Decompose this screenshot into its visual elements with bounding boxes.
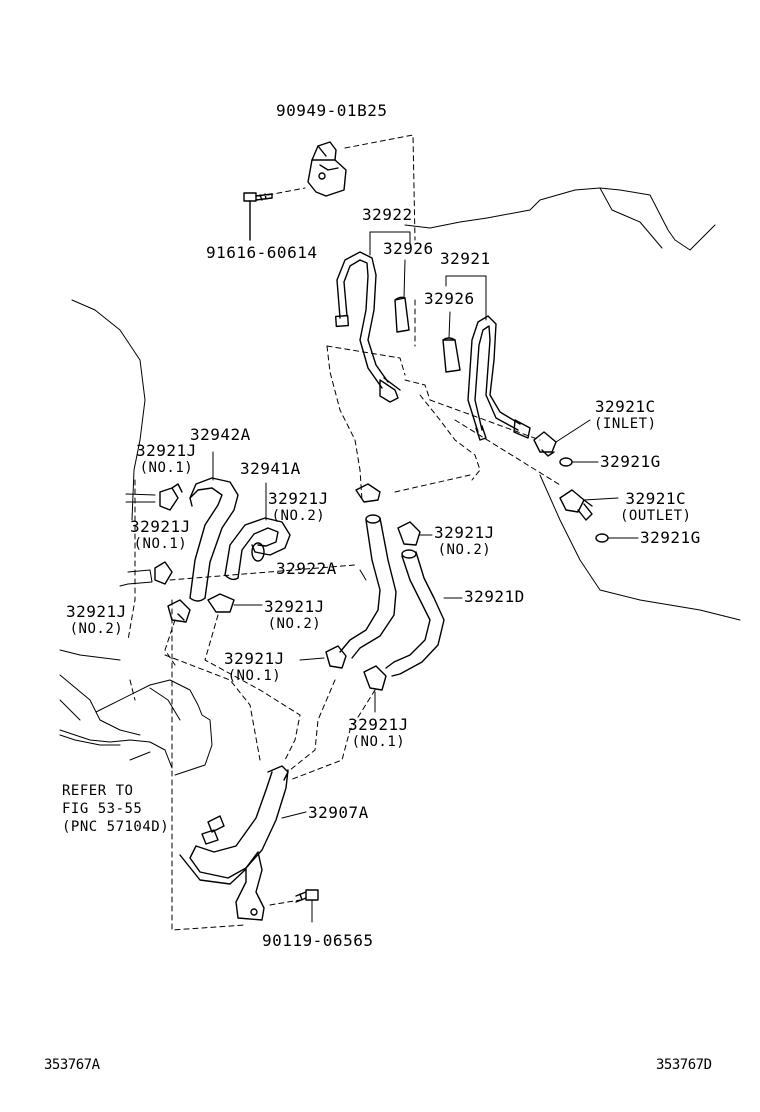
pipe-32921	[467, 315, 531, 441]
part-label-32921J-2: 32921J (NO.2)	[268, 489, 329, 525]
clamp-32921J-4	[207, 593, 263, 613]
part-label-32922A: 32922A	[276, 559, 337, 578]
clamp-32921J-2	[119, 561, 173, 587]
part-number: 32921J	[224, 649, 285, 668]
part-number: 32921C	[625, 489, 687, 508]
part-label-32921J-6: 32921J (NO.2)	[264, 597, 325, 633]
part-label-32926-b: 32926	[424, 289, 475, 308]
part-note: (NO.1)	[133, 536, 188, 552]
refer-note: REFER TO FIG 53-55 (PNC 57104D)	[62, 782, 169, 836]
pipe-32922	[334, 251, 401, 403]
part-label-32921G-a: 32921G	[600, 452, 661, 471]
part-label-32921J-5: 32921J (NO.2)	[66, 602, 127, 638]
background-body-outline	[59, 187, 741, 776]
part-note: (NO.2)	[267, 616, 322, 632]
oring-32921G-b	[595, 533, 639, 543]
part-label-90119: 90119-06565	[262, 931, 374, 950]
part-number: 32921J	[136, 441, 197, 460]
part-label-32921: 32921	[440, 249, 491, 268]
clamp-32921J-3	[167, 599, 191, 623]
hose-32941A	[224, 482, 291, 581]
part-label-32922: 32922	[362, 205, 413, 224]
part-note: (NO.1)	[139, 460, 194, 476]
part-note: (NO.2)	[271, 508, 326, 524]
leader-32921	[445, 275, 487, 321]
oring-32921G-a	[559, 457, 599, 467]
part-label-32921G-b: 32921G	[640, 528, 701, 547]
figure-id-left: 353767A	[44, 1057, 100, 1073]
part-note: (NO.2)	[69, 621, 124, 637]
part-number: 32921J	[264, 597, 325, 616]
refer-line-2: FIG 53-55	[62, 801, 143, 817]
part-label-32907A: 32907A	[308, 803, 369, 822]
refer-line-1: REFER TO	[62, 783, 134, 799]
leader-32922	[369, 231, 411, 256]
part-label-32921D: 32921D	[464, 587, 525, 606]
part-label-32921J-8: 32921J (NO.1)	[348, 715, 409, 751]
part-note: (NO.2)	[437, 542, 492, 558]
part-note: (OUTLET)	[620, 508, 692, 524]
sleeve-32926-a	[394, 259, 410, 333]
clamp-32921J-7	[299, 645, 347, 669]
part-number: 32921J	[348, 715, 409, 734]
bolt-90119	[295, 889, 319, 923]
bracket-90949	[307, 141, 347, 197]
pipe-assembly-32907A	[179, 765, 307, 921]
part-note: (INLET)	[594, 416, 657, 432]
clamp-32921J-6	[397, 521, 433, 546]
part-label-32921C-outlet: 32921C (OUTLET)	[620, 489, 692, 525]
part-label-32926-a: 32926	[383, 239, 434, 258]
part-number: 32921J	[130, 517, 191, 536]
part-label-90949: 90949-01B25	[276, 101, 388, 120]
part-number: 32921C	[594, 397, 656, 416]
part-number: 32921J	[66, 602, 127, 621]
part-label-32921J-7: 32921J (NO.1)	[224, 649, 285, 685]
leader-refer	[129, 751, 151, 761]
part-number: 32921J	[268, 489, 329, 508]
part-label-32921J-1: 32921J (NO.1)	[136, 441, 197, 477]
part-note: (NO.1)	[227, 668, 282, 684]
fitting-32921C-outlet	[559, 489, 619, 521]
sleeve-32926-b	[442, 311, 461, 373]
hose-32942A	[189, 451, 239, 602]
part-note: (NO.1)	[351, 734, 406, 750]
clamp-32921J-1	[125, 483, 183, 511]
figure-id-right: 353767D	[656, 1057, 712, 1073]
part-label-32921J-3: 32921J (NO.1)	[130, 517, 191, 553]
part-label-32921J-4: 32921J (NO.2)	[434, 523, 495, 559]
bolt-91616	[243, 192, 273, 241]
part-label-91616: 91616-60614	[206, 243, 318, 262]
fitting-32921C-inlet	[533, 419, 591, 457]
hose-32922A	[339, 514, 397, 659]
dashed-assembly-lines	[127, 134, 561, 931]
refer-line-3: (PNC 57104D)	[62, 819, 170, 835]
clamp-32921J-5	[355, 483, 381, 503]
part-label-32942A: 32942A	[190, 425, 251, 444]
hose-32921D	[385, 549, 463, 677]
part-label-32921C-inlet: 32921C (INLET)	[594, 397, 657, 433]
part-label-32941A: 32941A	[240, 459, 301, 478]
clamp-32921J-8	[363, 665, 387, 713]
part-number: 32921J	[434, 523, 495, 542]
